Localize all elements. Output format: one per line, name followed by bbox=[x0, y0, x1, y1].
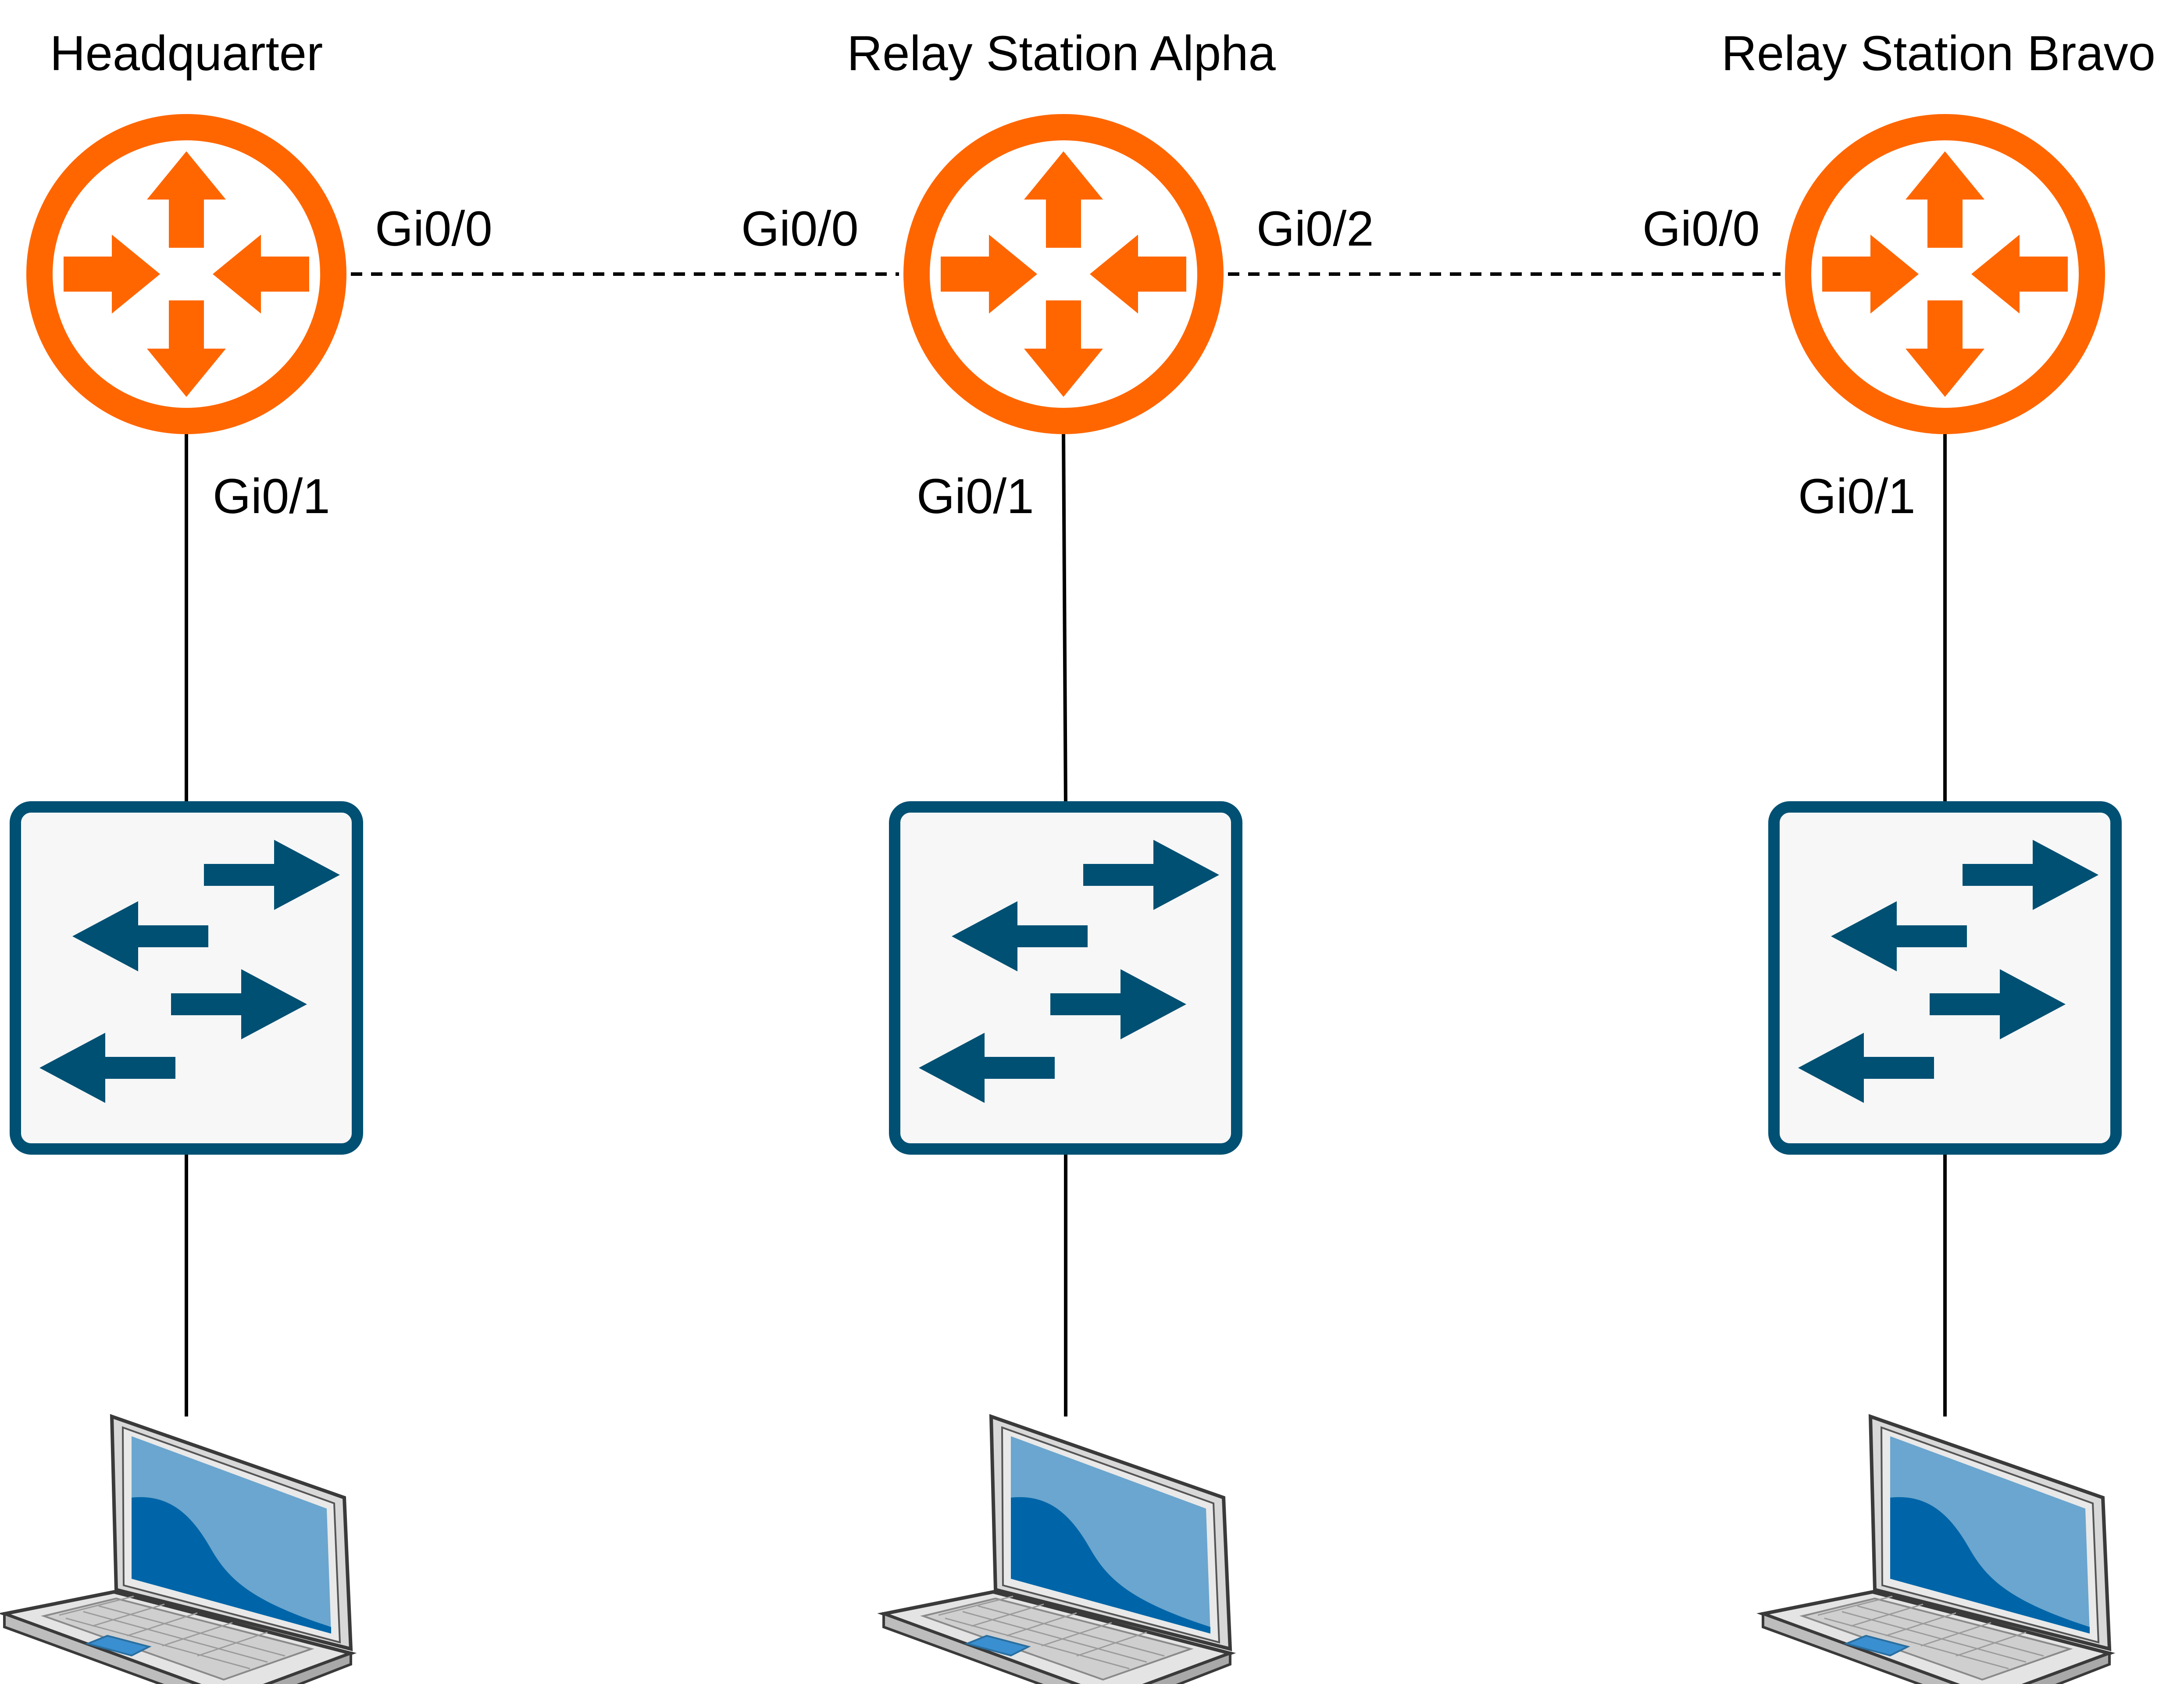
router-icon[interactable] bbox=[39, 127, 333, 421]
site-title: Relay Station Bravo bbox=[1721, 26, 2155, 81]
laptop-icon[interactable] bbox=[1763, 1416, 2109, 1684]
site-relay-station-bravo: Relay Station Bravo Gi0/0 Gi0/1 bbox=[1642, 26, 2155, 1684]
interface-label-wan-right: Gi0/2 bbox=[1256, 201, 1374, 256]
interface-label-wan: Gi0/0 bbox=[375, 201, 492, 256]
site-title: Relay Station Alpha bbox=[847, 26, 1276, 81]
switch-icon[interactable] bbox=[15, 807, 357, 1149]
interface-label-wan-left: Gi0/0 bbox=[1642, 201, 1760, 256]
site-headquarter: Headquarter Gi0/0 Gi0/1 bbox=[4, 26, 492, 1684]
site-relay-station-alpha: Relay Station Alpha Gi0/0 Gi0/2 Gi0/1 bbox=[741, 26, 1374, 1684]
laptop-icon[interactable] bbox=[4, 1416, 351, 1684]
laptop-icon[interactable] bbox=[884, 1416, 1230, 1684]
router-icon[interactable] bbox=[917, 127, 1210, 421]
interface-label-lan: Gi0/1 bbox=[1798, 469, 1916, 524]
site-title: Headquarter bbox=[50, 26, 323, 81]
router-icon[interactable] bbox=[1798, 127, 2092, 421]
lan-link-alpha-router-switch bbox=[1062, 434, 1067, 807]
switch-icon[interactable] bbox=[1774, 807, 2116, 1149]
interface-label-lan: Gi0/1 bbox=[213, 469, 330, 524]
links bbox=[185, 272, 1947, 1416]
interface-label-lan: Gi0/1 bbox=[917, 469, 1034, 524]
interface-label-wan-left: Gi0/0 bbox=[741, 201, 859, 256]
switch-icon[interactable] bbox=[895, 807, 1237, 1149]
